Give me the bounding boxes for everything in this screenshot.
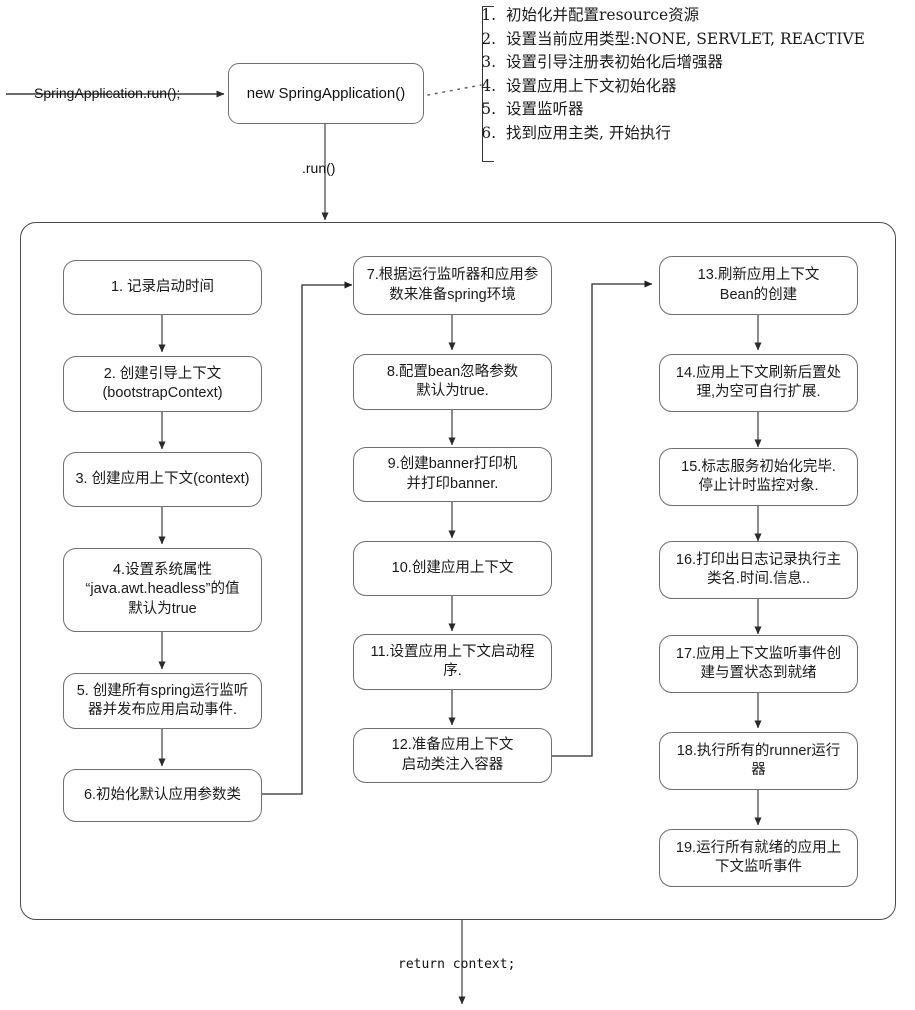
step-13-label: 13.刷新应用上下文 Bean的创建 — [697, 267, 820, 303]
note-number: 1. — [481, 6, 496, 24]
step-14-label: 14.应用上下文刷新后置处 理,为空可自行扩展. — [675, 364, 842, 400]
run-edge-label: .run() — [302, 160, 336, 176]
step-12-node[interactable]: 12.准备应用上下文 启动类注入容器 — [353, 728, 552, 783]
step-16-label: 16.打印出日志记录执行主 类名.时间.信息.. — [675, 551, 842, 587]
note-item: 5. 设置监听器 — [478, 98, 908, 122]
step-17-label: 17.应用上下文监听事件创 建与置状态到就绪 — [675, 645, 842, 681]
step-3-label: 3. 创建应用上下文(context) — [75, 470, 250, 487]
step-4-label: 4.设置系统属性 “java.awt.headless”的值 默认为true — [85, 562, 240, 617]
step-5-node[interactable]: 5. 创建所有spring运行监听 器并发布应用启动事件. — [63, 673, 262, 729]
step-18-label: 18.执行所有的runner运行 器 — [676, 742, 841, 778]
step-15-node[interactable]: 15.标志服务初始化完毕. 停止计时监控对象. — [659, 448, 858, 506]
note-number: 3. — [481, 53, 496, 71]
note-text: 找到应用主类, 开始执行 — [506, 123, 671, 142]
note-item: 1. 初始化并配置resource资源 — [478, 4, 908, 28]
step-8-node[interactable]: 8.配置bean忽略参数 默认为true. — [353, 354, 552, 410]
step-9-label: 9.创建banner打印机 并打印banner. — [387, 456, 518, 492]
step-1-label: 1. 记录启动时间 — [110, 278, 215, 295]
return-context-label: return context; — [398, 957, 516, 972]
note-item: 4. 设置应用上下文初始化器 — [478, 75, 908, 99]
step-7-label: 7.根据运行监听器和应用参 数来准备spring环境 — [366, 267, 539, 303]
step-11-node[interactable]: 11.设置应用上下文启动程 序. — [353, 634, 552, 690]
step-10-label: 10.创建应用上下文 — [391, 559, 514, 576]
step-3-node[interactable]: 3. 创建应用上下文(context) — [63, 452, 262, 507]
step-19-label: 19.运行所有就绪的应用上 下文监听事件 — [675, 839, 842, 875]
note-text: 设置监听器 — [506, 100, 584, 118]
note-number: 2. — [481, 29, 496, 48]
notes-dotted-connector — [427, 84, 482, 96]
notes-bracket — [482, 6, 494, 162]
note-number: 4. — [481, 76, 496, 95]
note-text: 设置当前应用类型:NONE, SERVLET, REACTIVE — [506, 29, 865, 48]
constructor-notes-list: 1. 初始化并配置resource资源 2. 设置当前应用类型:NONE, SE… — [478, 4, 908, 145]
step-5-label: 5. 创建所有spring运行监听 器并发布应用启动事件. — [76, 682, 249, 718]
step-7-node[interactable]: 7.根据运行监听器和应用参 数来准备spring环境 — [353, 256, 552, 315]
step-11-label: 11.设置应用上下文启动程 序. — [370, 643, 535, 679]
note-number: 6. — [481, 123, 496, 142]
constructor-notes: 1. 初始化并配置resource资源 2. 设置当前应用类型:NONE, SE… — [478, 4, 908, 145]
step-14-node[interactable]: 14.应用上下文刷新后置处 理,为空可自行扩展. — [659, 354, 858, 412]
note-item: 3. 设置引导注册表初始化后增强器 — [478, 51, 908, 75]
run-method-frame — [20, 222, 896, 920]
step-2-node[interactable]: 2. 创建引导上下文 (bootstrapContext) — [63, 356, 262, 412]
step-13-node[interactable]: 13.刷新应用上下文 Bean的创建 — [659, 256, 858, 315]
note-item: 2. 设置当前应用类型:NONE, SERVLET, REACTIVE — [478, 28, 908, 52]
note-text: 设置应用上下文初始化器 — [506, 76, 677, 95]
step-1-node[interactable]: 1. 记录启动时间 — [63, 260, 262, 315]
step-16-node[interactable]: 16.打印出日志记录执行主 类名.时间.信息.. — [659, 541, 858, 599]
step-17-node[interactable]: 17.应用上下文监听事件创 建与置状态到就绪 — [659, 635, 858, 693]
step-6-node[interactable]: 6.初始化默认应用参数类 — [63, 769, 262, 822]
new-springapplication-label: new SpringApplication() — [246, 85, 406, 102]
step-4-node[interactable]: 4.设置系统属性 “java.awt.headless”的值 默认为true — [63, 548, 262, 632]
step-6-label: 6.初始化默认应用参数类 — [83, 786, 242, 803]
step-15-label: 15.标志服务初始化完毕. 停止计时监控对象. — [681, 458, 836, 494]
step-12-label: 12.准备应用上下文 启动类注入容器 — [391, 737, 514, 773]
step-10-node[interactable]: 10.创建应用上下文 — [353, 541, 552, 596]
new-springapplication-box[interactable]: new SpringApplication() — [228, 63, 424, 124]
step-19-node[interactable]: 19.运行所有就绪的应用上 下文监听事件 — [659, 829, 858, 887]
entry-label: SpringApplication.run(); — [34, 85, 181, 101]
step-18-node[interactable]: 18.执行所有的runner运行 器 — [659, 732, 858, 790]
step-9-node[interactable]: 9.创建banner打印机 并打印banner. — [353, 447, 552, 502]
step-2-label: 2. 创建引导上下文 (bootstrapContext) — [102, 365, 223, 401]
note-text: 初始化并配置resource资源 — [506, 6, 700, 24]
step-8-label: 8.配置bean忽略参数 默认为true. — [386, 363, 519, 399]
note-number: 5. — [481, 100, 496, 118]
note-text: 设置引导注册表初始化后增强器 — [506, 53, 724, 71]
note-item: 6. 找到应用主类, 开始执行 — [478, 122, 908, 146]
